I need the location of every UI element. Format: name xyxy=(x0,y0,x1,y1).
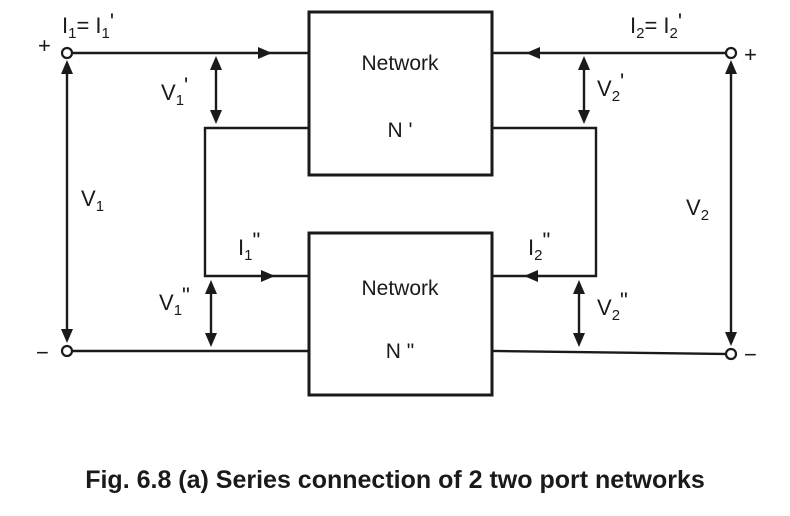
voltage-arrow-v1-top-head-down xyxy=(210,110,222,124)
network-box-top xyxy=(307,10,494,177)
voltage-arrow-v2-top-head-up xyxy=(578,56,590,70)
voltage-arrow-v2-head-up xyxy=(725,60,737,74)
wire-left-interconnect xyxy=(203,126,311,278)
current-arrow-i2-bottom xyxy=(524,270,538,282)
current-arrow-i1-bottom xyxy=(261,270,275,282)
label-v2: V2 xyxy=(686,195,709,224)
voltage-arrow-v1-bottom-head-down xyxy=(205,333,217,347)
wire-bottom-right xyxy=(490,349,733,356)
current-arrow-i1 xyxy=(258,47,272,59)
voltage-arrow-v2-top-head-down xyxy=(578,110,590,124)
terminal-left-bottom xyxy=(60,344,74,358)
polarity-right-minus: − xyxy=(744,342,757,367)
label-i2: I2= I2' xyxy=(630,9,682,42)
figure-caption: Fig. 6.8 (a) Series connection of 2 two … xyxy=(85,466,705,494)
label-i2-bottom: I2" xyxy=(528,228,550,264)
label-i1: I1= I1' xyxy=(62,9,114,42)
polarity-left-minus: − xyxy=(36,340,49,365)
label-v1-top: V1' xyxy=(161,73,188,109)
label-v2-top: V2' xyxy=(597,69,624,105)
current-arrow-i2 xyxy=(526,47,540,59)
polarity-left-plus: + xyxy=(38,33,51,58)
voltage-arrow-v1-head-down xyxy=(61,329,73,343)
voltage-arrow-v2-bottom-head-up xyxy=(573,280,585,294)
network-top-title: Network xyxy=(361,52,439,75)
label-v2-bottom: V2" xyxy=(597,288,628,324)
terminal-right-bottom xyxy=(724,347,738,361)
network-top-name: N ' xyxy=(387,119,412,142)
label-v1-bottom: V1" xyxy=(159,283,190,319)
terminal-left-top xyxy=(60,46,74,60)
wire-right-interconnect xyxy=(490,126,598,278)
network-box-bottom xyxy=(307,231,494,397)
label-v1: V1 xyxy=(81,186,104,215)
voltage-arrow-v1-head-up xyxy=(61,60,73,74)
voltage-arrow-v2-bottom-head-down xyxy=(573,333,585,347)
polarity-right-plus: + xyxy=(744,42,757,67)
voltage-arrow-v1-bottom-head-up xyxy=(205,280,217,294)
network-bottom-title: Network xyxy=(361,277,439,300)
voltage-arrow-v1-top-head-up xyxy=(210,56,222,70)
label-i1-bottom: I1" xyxy=(238,228,260,264)
network-bottom-name: N " xyxy=(386,340,414,363)
voltage-arrow-v2-head-down xyxy=(725,332,737,346)
terminal-right-top xyxy=(724,46,738,60)
